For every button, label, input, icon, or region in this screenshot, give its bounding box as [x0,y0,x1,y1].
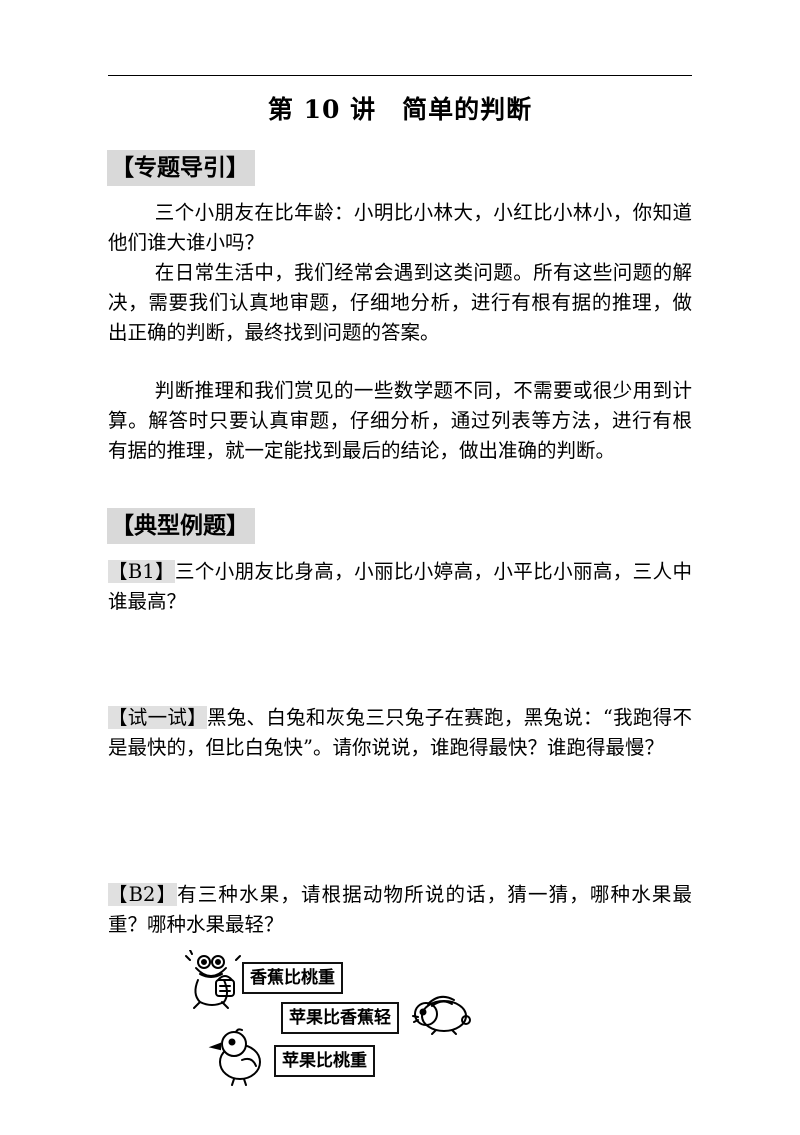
intro-paragraph-2: 在日常生活中，我们经常会遇到这类问题。所有这些问题的解决，需要我们认真地审题，仔… [108,261,692,344]
problem-b1: 【B1】三个小朋友比身高，小丽比小婷高，小平比小丽高，三人中谁最高？ [108,557,692,617]
problem-tag: 【试一试】 [108,706,207,729]
intro-paragraph-3: 判断推理和我们赏见的一些数学题不同，不需要或很少用到计算。解答时只要认真审题，仔… [108,379,692,462]
problem-b2: 【B2】有三种水果，请根据动物所说的话，猜一猜，哪种水果最重？哪种水果最轻？ [108,880,692,940]
page-title: 第 10 讲 简单的判断 [267,95,533,124]
chick-icon [208,1028,261,1086]
problem-text: 有三种水果，请根据动物所说的话，猜一猜，哪种水果最重？哪种水果最轻？ [108,883,692,936]
problem-text: 三个小朋友比身高，小丽比小婷高，小平比小丽高，三人中谁最高？ [108,560,692,613]
header-rule [108,75,692,76]
rabbit-icon [412,995,471,1035]
frog-icon [185,950,241,1009]
speech-box-rabbit: 苹果比香蕉轻 [281,1002,399,1034]
speech-box-frog: 香蕉比桃重 [242,962,343,994]
problem-try: 【试一试】黑兔、白兔和灰兔三只兔子在赛跑，黑兔说：“我跑得不是最快的，但比白兔快… [108,703,692,763]
section-heading-intro: 【专题导引】 [107,150,255,186]
problem-tag: 【B2】 [108,883,178,906]
problem-text: 黑兔、白兔和灰兔三只兔子在赛跑，黑兔说：“我跑得不是最快的，但比白兔快”。请你说… [108,706,692,759]
section-heading-examples: 【典型例题】 [107,508,255,544]
problem-tag: 【B1】 [108,560,175,583]
intro-paragraph-1: 三个小朋友在比年龄：小明比小林大，小红比小林小，你知道他们谁大谁小吗？ [108,201,692,254]
speech-box-chick: 苹果比桃重 [274,1045,375,1077]
